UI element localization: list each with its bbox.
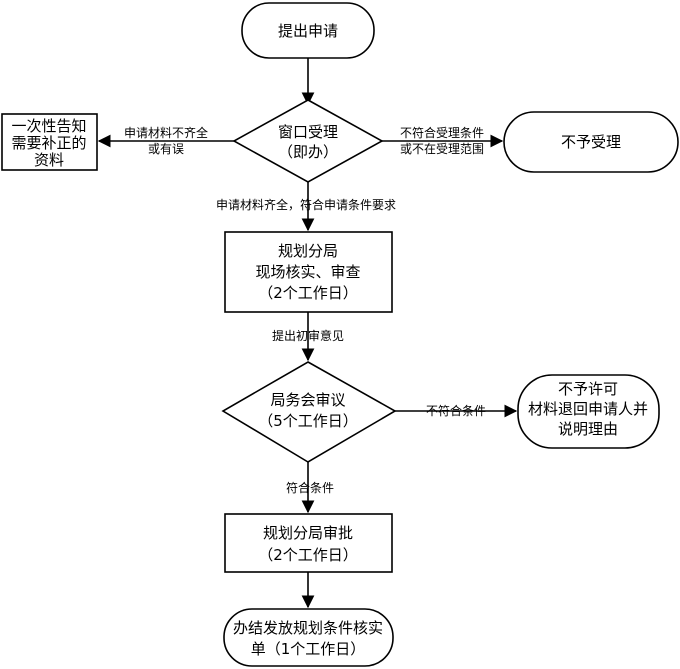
deny-label-line3: 说明理由 — [558, 420, 618, 438]
edge-incomplete-line1: 申请材料不齐全 — [124, 125, 208, 140]
finish-label-line2: 单（1个工作日） — [251, 640, 366, 658]
approve-label-line1: 规划分局审批 — [263, 524, 353, 542]
review-box — [224, 231, 393, 313]
meeting-label-line1: 局务会审议 — [270, 391, 345, 409]
edge-opinion-label: 提出初审意见 — [272, 328, 344, 343]
window-decision — [232, 99, 384, 183]
review-label-line2: 现场核实、审查 — [255, 263, 360, 281]
notify-box — [1, 113, 98, 171]
notify-label-line3: 资料 — [34, 151, 64, 169]
approve-label-line2: （2个工作日） — [258, 546, 358, 564]
edge-incomplete-line2: 或有误 — [148, 142, 184, 156]
edge-meet-label: 符合条件 — [286, 480, 334, 495]
review-label-line1: 规划分局 — [278, 242, 338, 260]
window-label-line1: 窗口受理 — [278, 123, 338, 141]
reject-label: 不予受理 — [561, 133, 621, 151]
start-label: 提出申请 — [278, 22, 338, 40]
review-label-line3: （2个工作日） — [258, 284, 358, 302]
notify-label-line1: 一次性告知 — [11, 117, 86, 135]
finish-label-line1: 办结发放规划条件核实 — [233, 619, 383, 637]
reject-terminal — [503, 111, 679, 173]
approve-box — [224, 513, 393, 573]
notify-label-line2: 需要补正的 — [11, 134, 86, 152]
deny-label-line1: 不予许可 — [558, 380, 618, 398]
start-terminal — [241, 2, 375, 59]
deny-terminal — [517, 374, 660, 449]
edge-not-eligible-line1: 不符合受理条件 — [400, 125, 484, 140]
finish-terminal — [223, 608, 394, 667]
connectors — [97, 58, 518, 609]
meeting-label-line2: （5个工作日） — [258, 412, 358, 430]
edge-not-meet-label: 不符合条件 — [426, 403, 486, 418]
deny-label-line2: 材料退回申请人并 — [528, 400, 648, 418]
edge-not-eligible-line2: 或不在受理范围 — [400, 142, 484, 156]
edge-complete-label: 申请材料齐全，符合申请条件要求 — [216, 197, 396, 212]
window-label-line2: （即办） — [278, 143, 338, 161]
meeting-decision — [221, 361, 397, 463]
